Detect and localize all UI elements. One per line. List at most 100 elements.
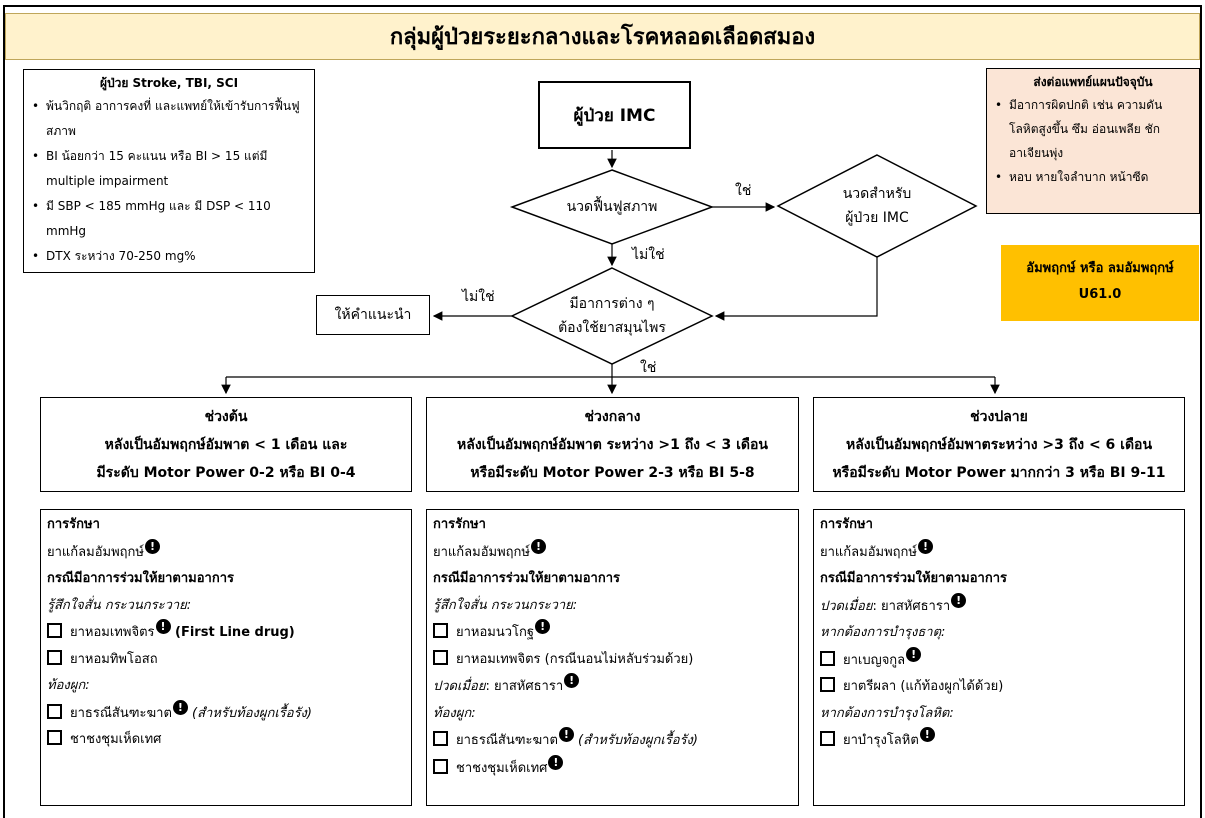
decision-imc-massage-line1: นวดสำหรับ [842, 186, 912, 202]
symptom-subheading: ท้องผูก: [47, 678, 90, 693]
drug-item: ยาบำรุงโลหิต! [820, 727, 1178, 755]
icd-code: U61.0 [1078, 287, 1122, 302]
criteria-item: มี SBP < 185 mmHg และ มี DSP < 110 mmHg [32, 194, 306, 244]
drug-item: ยาเบญจกูล! [820, 646, 1178, 675]
drug-name: ยาตรีผลา (แก้ท้องผูกได้ด้วย) [843, 679, 1004, 694]
checkbox-icon[interactable] [47, 730, 62, 745]
referral-item: หอบ หายใจลำบาก หน้าซีด [995, 165, 1191, 189]
treatment-late-box: การรักษา ยาแก้ลมอัมพฤกษ์! กรณีมีอาการร่ว… [813, 509, 1185, 806]
drug-item: ชาชงชุมเห็ดเทศ! [433, 754, 792, 783]
decision-herbal-text: มีอาการต่าง ๆ ต้องใช้ยาสมุนไพร [535, 292, 689, 340]
alert-icon: ! [919, 727, 935, 742]
branch-label-yes: ใช่ [640, 360, 657, 376]
symptom-subheading: รู้สึกใจสั่น กระวนกระวาย: [47, 597, 192, 613]
start-node-imc: ผู้ป่วย IMC [538, 81, 691, 149]
phase-early-title: ช่วงต้น [204, 409, 248, 425]
main-drug-line: ยาแก้ลมอัมพฤกษ์! [820, 538, 1178, 567]
drug-item: ยาหอมนวโกฐ! [433, 619, 792, 647]
decision-rehab-label: นวดฟื้นฟูสภาพ [566, 199, 658, 215]
main-drug: ยาแก้ลมอัมพฤกษ์ [47, 544, 144, 560]
alert-icon: ! [172, 699, 188, 715]
decision-imc-massage-text: นวดสำหรับ ผู้ป่วย IMC [810, 182, 944, 230]
checkbox-icon[interactable] [433, 731, 448, 746]
checkbox-icon[interactable] [820, 677, 835, 692]
drug-name: : ยาสหัศธารา [872, 598, 951, 614]
drug-name: ยาหอมนวโกฐ [456, 625, 535, 640]
phase-middle-title: ช่วงกลาง [584, 409, 641, 425]
referral-list: มีอาการผิดปกติ เช่น ความดันโลหิตสูงขึ้น … [995, 93, 1191, 189]
drug-item: ยาหอมเทพจิตร (กรณีนอนไม่หลับร่วมด้วย) [433, 647, 792, 674]
referral-item: มีอาการผิดปกติ เช่น ความดันโลหิตสูงขึ้น … [995, 93, 1191, 165]
checkbox-icon[interactable] [47, 623, 62, 638]
criteria-item: DTX ระหว่าง 70-250 mg% [32, 244, 306, 269]
icd-code-box: อัมพฤกษ์ หรือ ลมอัมพฤกษ์ U61.0 [1001, 245, 1199, 321]
criteria-list: พ้นวิกฤติ อาการคงที่ และแพทย์ให้เข้ารับก… [32, 94, 306, 269]
drug-item: ยาหอมทิพโอสถ [47, 647, 405, 674]
drug-name: ยาหอมทิพโอสถ [70, 651, 158, 667]
phase-late-level: หรือมีระดับ Motor Power มากกว่า 3 หรือ B… [832, 465, 1166, 481]
alert-icon: ! [144, 538, 160, 554]
drug-name: ชาชงชุมเห็ดเทศ [456, 760, 548, 776]
checkbox-icon[interactable] [47, 703, 62, 719]
symptom-subheading: ท้องผูก: [433, 705, 476, 721]
treatment-heading: การรักษา [47, 517, 100, 532]
criteria-item: BI น้อยกว่า 15 คะแนน หรือ BI > 15 แต่มี … [32, 144, 306, 194]
referral-box: ส่งต่อแพทย์แผนปัจจุบัน มีอาการผิดปกติ เช… [986, 68, 1200, 214]
checkbox-icon[interactable] [433, 623, 448, 638]
drug-name: ยาบำรุงโลหิต [843, 733, 919, 748]
patient-criteria-box: ผู้ป่วย Stroke, TBI, SCI พ้นวิกฤติ อาการ… [23, 69, 315, 273]
alert-icon: ! [548, 754, 564, 770]
drug-item: ยาธรณีสันฑะฆาต! (สำหรับท้องผูกเรื้อรัง) [47, 699, 405, 728]
main-drug: ยาแก้ลมอัมพฤกษ์ [433, 544, 530, 560]
checkbox-icon[interactable] [820, 731, 835, 746]
drug-name: ยาธรณีสันฑะฆาต [456, 733, 558, 748]
phase-late-box: ช่วงปลาย หลังเป็นอัมพฤกษ์อัมพาตระหว่าง >… [813, 397, 1185, 492]
alert-icon: ! [155, 619, 171, 634]
checkbox-icon[interactable] [433, 758, 448, 774]
drug-item: ยาหอมเทพจิตร! (First Line drug) [47, 619, 405, 647]
drug-name: : ยาสหัศธารา [485, 679, 564, 694]
branch-label-no: ไม่ใช่ [632, 247, 665, 263]
phase-early-level: มีระดับ Motor Power 0-2 หรือ BI 0-4 [96, 465, 356, 481]
criteria-item: พ้นวิกฤติ อาการคงที่ และแพทย์ให้เข้ารับก… [32, 94, 306, 144]
decision-imc-massage-line2: ผู้ป่วย IMC [845, 210, 909, 226]
drug-name: ชาชงชุมเห็ดเทศ [70, 732, 162, 747]
treatment-early-box: การรักษา ยาแก้ลมอัมพฤกษ์! กรณีมีอาการร่ว… [40, 509, 412, 806]
drug-note: (สำหรับท้องผูกเรื้อรัง) [573, 733, 698, 748]
symptom-subheading-inline: ปวดเมื่อย: ยาสหัศธารา! [820, 592, 1178, 621]
symptom-subheading: รู้สึกใจสั่น กระวนกระวาย: [433, 597, 578, 613]
alert-icon: ! [558, 727, 574, 742]
symptom-label: ปวดเมื่อย [433, 679, 486, 694]
advice-node: ให้คำแนะนำ [316, 295, 430, 335]
main-drug: ยาแก้ลมอัมพฤกษ์ [820, 544, 917, 560]
phase-middle-duration: หลังเป็นอัมพฤกษ์อัมพาต ระหว่าง >1 ถึง < … [457, 437, 768, 453]
treatment-heading: การรักษา [433, 517, 486, 532]
drug-note: (สำหรับท้องผูกเรื้อรัง) [187, 705, 312, 721]
phase-early-box: ช่วงต้น หลังเป็นอัมพฤกษ์อัมพาต < 1 เดือน… [40, 397, 412, 492]
checkbox-icon[interactable] [820, 650, 835, 666]
main-drug-line: ยาแก้ลมอัมพฤกษ์! [47, 538, 405, 567]
symptom-heading: กรณีมีอาการร่วมให้ยาตามอาการ [433, 571, 621, 586]
symptom-heading: กรณีมีอาการร่วมให้ยาตามอาการ [820, 571, 1008, 586]
drug-item: ยาตรีผลา (แก้ท้องผูกได้ด้วย) [820, 674, 1178, 701]
page-frame [3, 5, 1202, 818]
checkbox-icon[interactable] [433, 649, 448, 665]
treatment-heading: การรักษา [820, 517, 873, 532]
decision-herbal-line2: ต้องใช้ยาสมุนไพร [558, 320, 666, 336]
drug-name: ยาธรณีสันฑะฆาต [70, 705, 172, 721]
phase-late-duration: หลังเป็นอัมพฤกษ์อัมพาตระหว่าง >3 ถึง < 6… [845, 437, 1153, 453]
checkbox-icon[interactable] [47, 649, 62, 665]
criteria-heading: ผู้ป่วย Stroke, TBI, SCI [99, 76, 239, 90]
phase-late-title: ช่วงปลาย [970, 409, 1028, 425]
arrow-decision2-to-decision3 [714, 257, 878, 321]
phase-early-duration: หลังเป็นอัมพฤกษ์อัมพาต < 1 เดือน และ [104, 437, 348, 453]
alert-icon: ! [951, 592, 967, 608]
treatment-middle-box: การรักษา ยาแก้ลมอัมพฤกษ์! กรณีมีอาการร่ว… [426, 509, 799, 806]
page-title: กลุ่มผู้ป่วยระยะกลางและโรคหลอดเลือดสมอง [5, 13, 1200, 60]
drug-name: ยาเบญจกูล [843, 652, 906, 668]
alert-icon: ! [564, 673, 580, 688]
symptom-subheading: หากต้องการบำรุงธาตุ: [820, 625, 946, 640]
symptom-subheading-inline: ปวดเมื่อย: ยาสหัศธารา! [433, 673, 792, 701]
alert-icon: ! [535, 619, 551, 634]
